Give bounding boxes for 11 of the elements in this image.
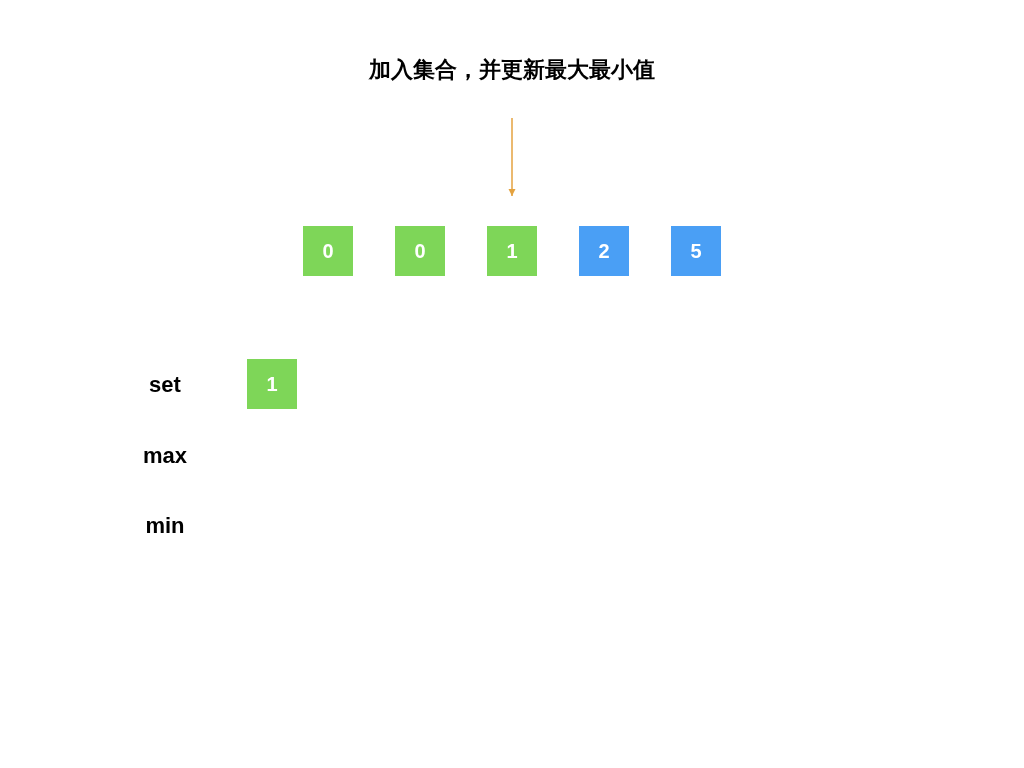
- arrow: [508, 117, 516, 197]
- row-label: max: [143, 443, 187, 469]
- array-cell: 0: [303, 226, 353, 276]
- array-cell: 0: [395, 226, 445, 276]
- array-cell: 1: [487, 226, 537, 276]
- row-label: set: [149, 372, 181, 398]
- array-cell: 5: [671, 226, 721, 276]
- title: 加入集合，并更新最大最小值: [369, 56, 655, 84]
- row-label: min: [145, 513, 185, 539]
- array-cell: 2: [579, 226, 629, 276]
- array-cell: 1: [247, 359, 297, 409]
